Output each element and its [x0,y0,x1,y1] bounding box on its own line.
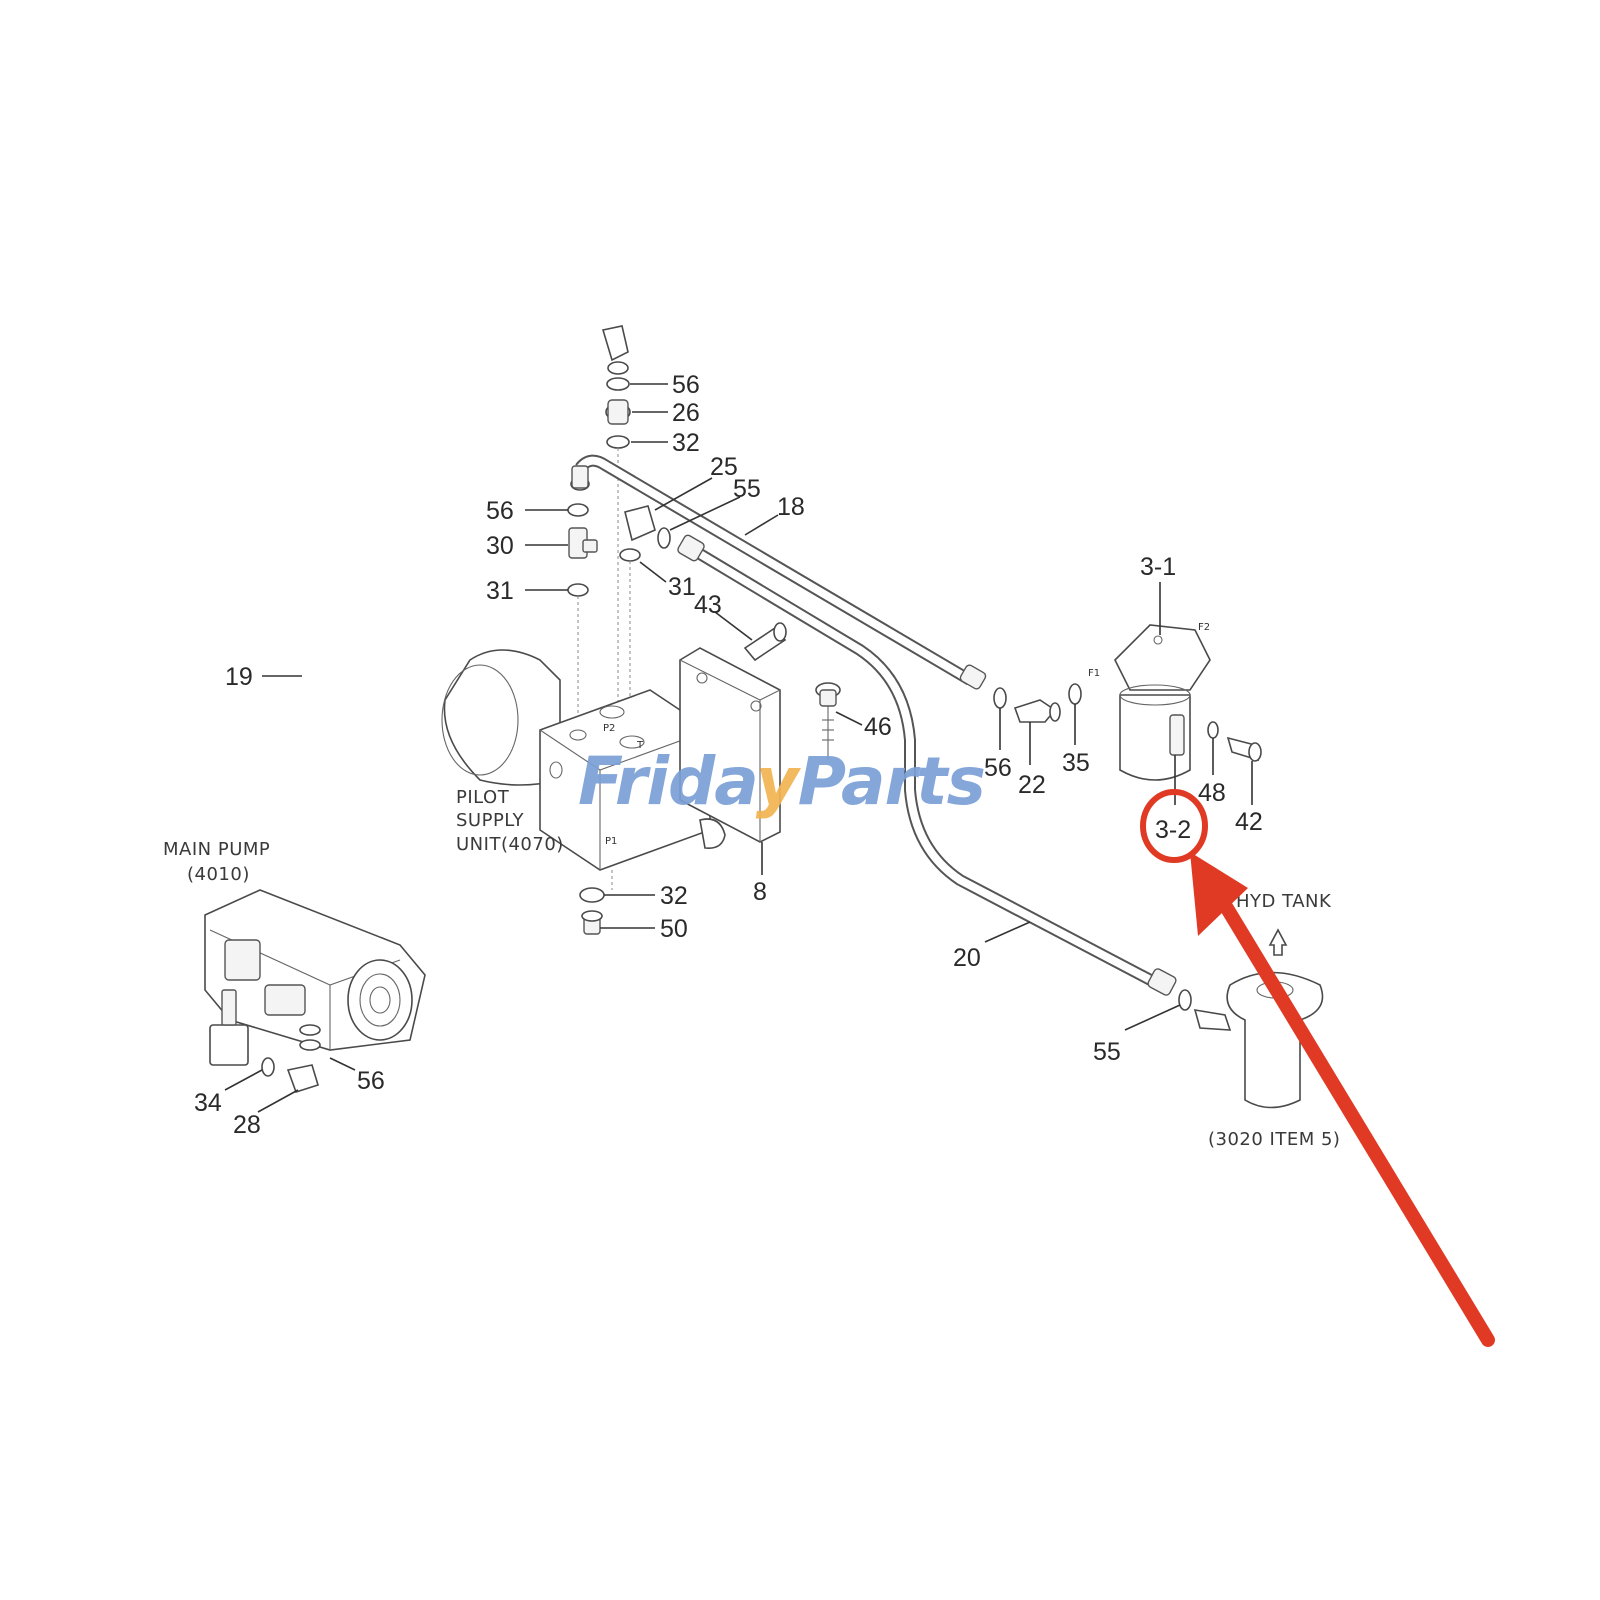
callout-56-top: 56 [672,371,700,399]
callout-48: 48 [1198,779,1226,807]
upper-fittings-stack [601,325,631,720]
swivel-25-group [619,505,671,700]
callout-20: 20 [953,944,981,972]
callout-31-mid: 31 [668,573,696,601]
main-pump-label: MAIN PUMP [163,839,270,860]
main-pump [204,889,426,1093]
pilot-label-line3: UNIT(4070) [456,834,564,855]
callout-32-bottom: 32 [660,882,688,910]
pipe-20 [677,534,1177,996]
pilot-label-line2: SUPPLY [456,810,524,831]
callout-34: 34 [194,1089,222,1117]
callout-8: 8 [753,878,767,906]
pilot-supply-unit: P2 T P1 [441,649,726,935]
pipe-18 [570,454,987,690]
highlight-circle [1140,789,1208,863]
callout-3-2: 3-2 [1155,816,1191,844]
bracket-8 [679,647,781,843]
port-f1-label: F1 [1088,668,1100,679]
hyd-tank-label: HYD TANK [1236,891,1332,912]
valve-46 [815,682,841,760]
callout-32-top: 32 [672,429,700,457]
callout-56-mid: 56 [984,754,1012,782]
highlight-arrow-head [1190,852,1248,936]
watermark-part3: Parts [798,743,985,820]
callout-19: 19 [225,663,253,691]
callout-26: 26 [672,399,700,427]
watermark-logo: FridayParts [578,743,986,820]
plug-43 [743,622,787,662]
pilot-label-line1: PILOT [456,787,510,808]
callout-3-1: 3-1 [1140,553,1176,581]
port-p2-label: P2 [603,723,615,734]
port-t-label: T [636,740,644,751]
highlight-arrow-shaft [1215,893,1495,1347]
main-pump-ref: (4010) [187,864,250,885]
port-p1-label: P1 [605,836,617,847]
callout-25: 25 [710,453,738,481]
callout-30: 30 [486,532,514,560]
watermark-part2: y [756,743,802,820]
highlight-annotation [1140,789,1495,1347]
callout-56-bottom: 56 [357,1067,385,1095]
callout-42: 42 [1235,808,1263,836]
callout-31-left: 31 [486,577,514,605]
callout-35: 35 [1062,749,1090,777]
leader-lines [224,383,1253,1113]
svg-text:FridayParts: FridayParts [578,743,985,820]
watermark-part1: Frida [578,743,756,820]
callout-55-top: 55 [733,475,761,503]
connector-30-group [567,503,598,730]
tank-ref-label: (3020 ITEM 5) [1208,1129,1340,1150]
callout-22: 22 [1018,771,1046,799]
callout-46: 46 [864,713,892,741]
filter-inlet-fittings [993,683,1082,723]
callout-55-bottom: 55 [1093,1038,1121,1066]
callout-28: 28 [233,1111,261,1139]
washer-48-bolt-42 [1207,721,1262,762]
callout-43: 43 [694,591,722,619]
callout-numbers: 56 26 32 25 55 18 56 30 31 31 43 19 46 5… [194,371,1263,1139]
filter-assembly-3-1: F2 F1 [1088,622,1211,781]
port-f2-label: F2 [1198,622,1210,633]
callout-18: 18 [777,493,805,521]
callout-56-left: 56 [486,497,514,525]
callout-50: 50 [660,915,688,943]
component-labels: MAIN PUMP (4010) PILOT SUPPLY UNIT(4070)… [163,787,1340,1150]
